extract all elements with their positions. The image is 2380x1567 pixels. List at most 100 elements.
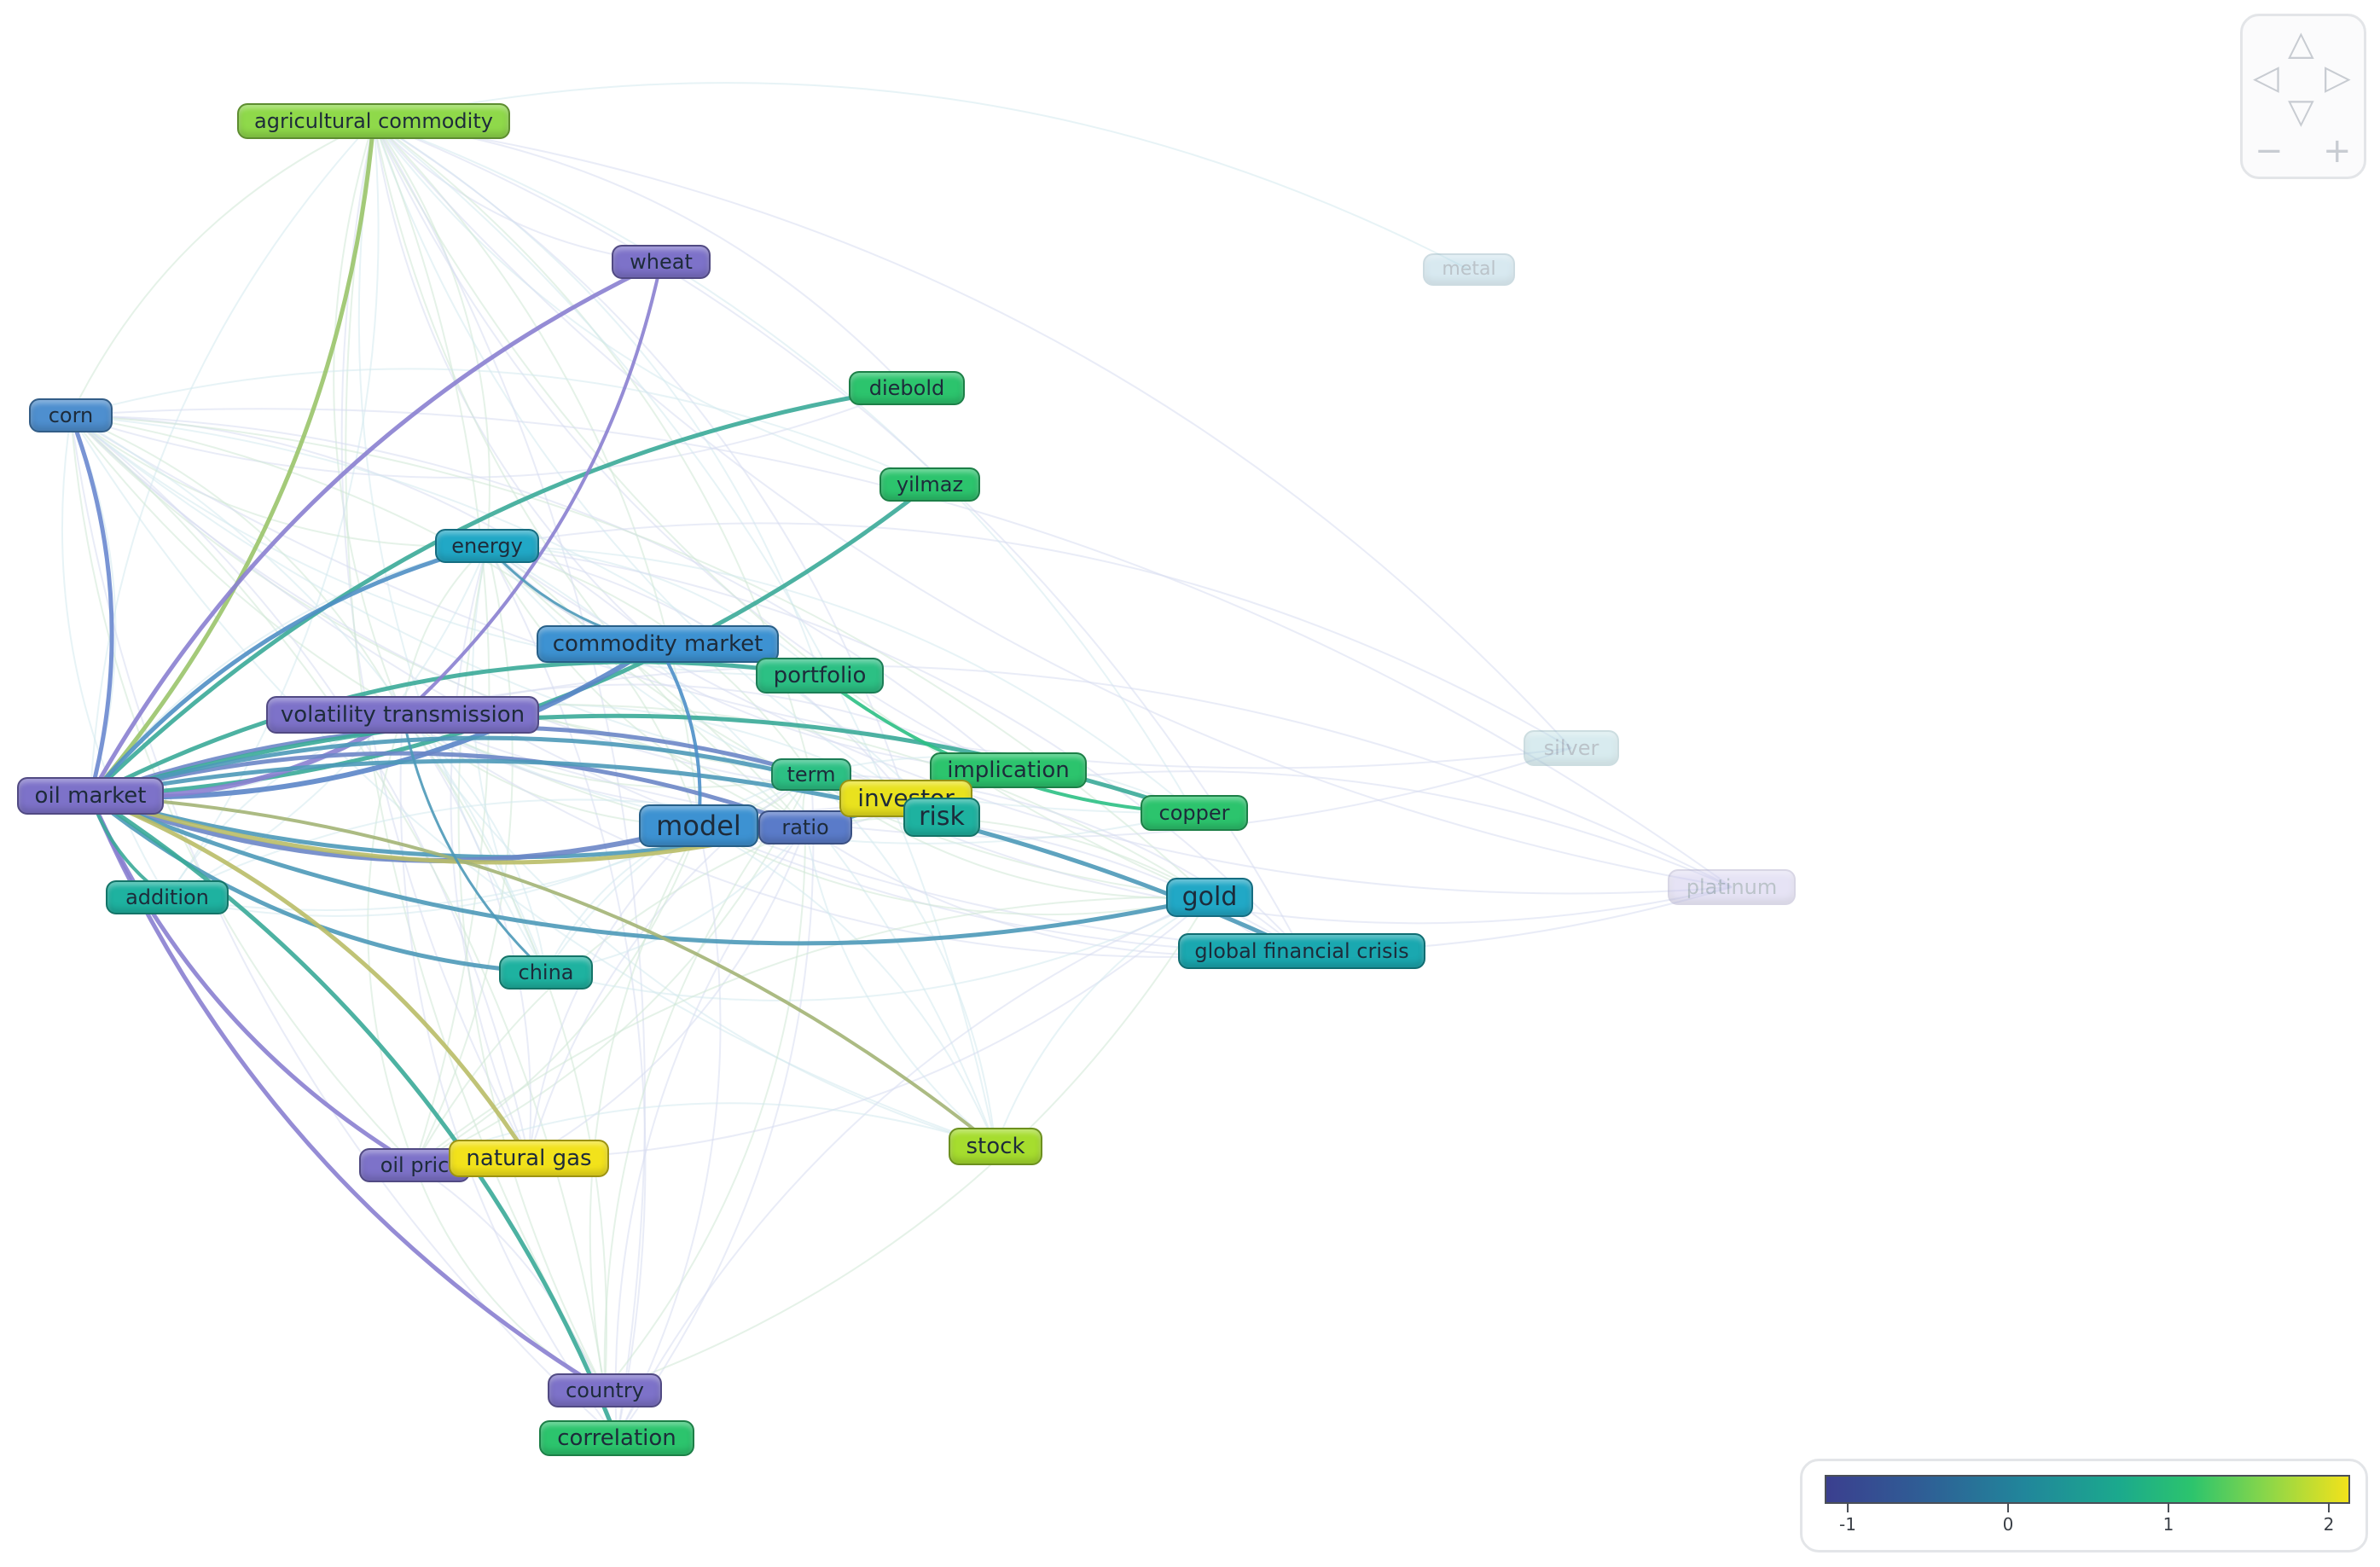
- background-link: [70, 415, 1009, 771]
- background-link: [70, 368, 931, 485]
- background-link: [402, 714, 996, 1147]
- background-link: [589, 825, 699, 1391]
- background-link: [402, 714, 531, 1159]
- node-stock[interactable]: stock: [949, 1128, 1042, 1165]
- background-link: [402, 714, 1303, 958]
- background-link: [486, 545, 996, 1147]
- background-link: [399, 714, 618, 1439]
- node-model[interactable]: model: [639, 804, 758, 847]
- link-oil_market-stock: [89, 794, 997, 1148]
- background-link: [402, 714, 1572, 839]
- node-oil-market[interactable]: oil market: [17, 777, 164, 815]
- link-china-volatility_transmission: [401, 713, 548, 974]
- legend-tick-label: 2: [2323, 1514, 2335, 1535]
- background-link: [486, 545, 1303, 952]
- node-gold[interactable]: gold: [1166, 878, 1253, 917]
- legend-tick: [1847, 1504, 1849, 1512]
- background-link: [414, 1102, 996, 1166]
- node-natural-gas[interactable]: natural gas: [449, 1140, 609, 1177]
- background-link: [414, 896, 1210, 1166]
- node-global-financial-crisis[interactable]: global financial crisis: [1178, 933, 1425, 969]
- link-oil_market-natural_gas: [88, 793, 531, 1161]
- background-link: [373, 120, 646, 1439]
- background-link: [603, 774, 812, 1391]
- background-link: [373, 120, 1009, 771]
- pan-down-icon[interactable]: ▽: [2288, 92, 2314, 131]
- node-term[interactable]: term: [771, 758, 851, 791]
- link-oil_market-corn: [68, 413, 114, 798]
- node-yilmaz[interactable]: yilmaz: [879, 467, 980, 502]
- background-link: [414, 774, 812, 1166]
- node-energy[interactable]: energy: [435, 529, 539, 563]
- link-oil_market-energy: [88, 543, 490, 798]
- background-link: [604, 827, 807, 1391]
- background-link: [486, 545, 1210, 898]
- node-agricultural-commodity[interactable]: agricultural commodity: [237, 103, 510, 139]
- node-copper[interactable]: copper: [1141, 795, 1248, 831]
- pan-right-icon[interactable]: ▷: [2325, 58, 2351, 97]
- background-link: [70, 408, 1733, 888]
- node-volatility-transmission[interactable]: volatility transmission: [266, 696, 539, 734]
- background-link: [373, 120, 1195, 814]
- background-link: [373, 82, 1470, 270]
- background-link: [414, 1164, 606, 1391]
- background-link: [614, 827, 806, 1439]
- node-risk[interactable]: risk: [903, 798, 980, 837]
- node-wheat[interactable]: wheat: [612, 245, 711, 279]
- link-oil_market-china: [88, 793, 549, 975]
- link-oil_market-correlation: [88, 793, 619, 1441]
- background-link: [345, 120, 606, 1391]
- node-platinum[interactable]: platinum: [1668, 869, 1796, 905]
- background-link: [373, 120, 491, 1166]
- node-commodity-market[interactable]: commodity market: [537, 625, 779, 663]
- background-link: [373, 120, 931, 485]
- zoom-in-icon[interactable]: +: [2323, 131, 2352, 171]
- node-correlation[interactable]: correlation: [539, 1420, 694, 1456]
- node-silver[interactable]: silver: [1524, 730, 1619, 766]
- pan-left-icon[interactable]: ◁: [2253, 58, 2279, 97]
- link-commodity_market-model: [656, 642, 702, 827]
- background-link: [70, 120, 374, 416]
- node-portfolio[interactable]: portfolio: [756, 658, 884, 694]
- node-metal[interactable]: metal: [1423, 253, 1515, 286]
- background-link: [402, 665, 1733, 888]
- background-link: [545, 897, 1210, 1001]
- zoom-out-icon[interactable]: −: [2255, 131, 2284, 171]
- link-oil_market-gold: [88, 793, 1212, 946]
- background-link: [604, 897, 1210, 1391]
- background-link: [804, 827, 996, 1147]
- background-link: [698, 825, 996, 1147]
- background-link: [698, 825, 1210, 916]
- link-oil_market-agricultural_commodity: [88, 119, 376, 798]
- legend-tick: [2168, 1504, 2169, 1512]
- background-link: [70, 415, 699, 827]
- legend-tick-label: 0: [2002, 1514, 2014, 1535]
- node-country[interactable]: country: [548, 1373, 662, 1407]
- node-addition[interactable]: addition: [106, 880, 229, 914]
- background-link: [367, 714, 415, 1166]
- background-link: [333, 120, 403, 716]
- background-link: [373, 120, 996, 1147]
- background-link: [486, 522, 1572, 749]
- background-link: [402, 683, 1009, 771]
- node-hedge-ratio[interactable]: ratio: [758, 810, 852, 844]
- pan-up-icon[interactable]: △: [2288, 24, 2314, 63]
- background-link: [995, 897, 1210, 1147]
- node-china[interactable]: china: [499, 955, 593, 990]
- background-link: [402, 714, 607, 1391]
- link-wheat-volatility_transmission: [401, 260, 663, 717]
- network-links: [68, 119, 1304, 1441]
- background-link: [61, 415, 168, 898]
- link-oil_market-hedge_ratio: [88, 751, 808, 830]
- color-scale-bar: [1825, 1475, 2350, 1504]
- background-link: [90, 120, 374, 797]
- node-corn[interactable]: corn: [29, 398, 113, 432]
- background-link: [373, 120, 491, 547]
- link-oil_market-portfolio: [88, 659, 822, 798]
- node-diebold[interactable]: diebold: [849, 371, 965, 405]
- background-link: [70, 415, 530, 1159]
- legend-tick-label: 1: [2162, 1514, 2174, 1535]
- background-link: [373, 120, 1572, 749]
- link-oil_market-diebold: [88, 386, 909, 798]
